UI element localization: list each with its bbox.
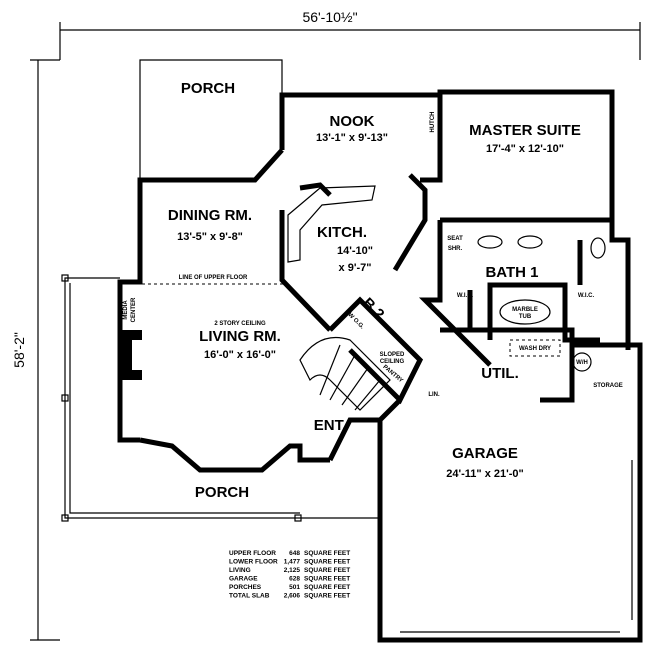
washer-dryer	[509, 339, 561, 357]
tub-label-1: MARBLE	[512, 307, 538, 313]
wic-left-label: W.I.C.	[457, 293, 474, 299]
sqft-value: 501	[289, 584, 300, 591]
storage-label: STORAGE	[593, 383, 623, 389]
depth-dimension: 58'-2"	[11, 59, 60, 641]
sqft-unit: SQUARE FEET	[304, 593, 350, 600]
garage-size: 24'-11" x 21'-0"	[446, 468, 523, 480]
kitchen-counter	[287, 185, 376, 263]
nook-label: NOOK	[330, 113, 375, 130]
sqft-label: PORCHES	[229, 584, 262, 591]
kitchen-label: KITCH.	[317, 224, 367, 241]
living-note: 2 STORY CEILING	[214, 321, 266, 327]
hutch-label: HUTCH	[430, 112, 436, 133]
sqft-unit: SQUARE FEET	[304, 550, 350, 557]
marble-tub	[499, 299, 551, 325]
wh-label: W/H	[576, 360, 588, 366]
entry-label: ENT.	[314, 417, 347, 434]
bath1-label: BATH 1	[485, 264, 538, 281]
kitchen-size-2: x 9'-7"	[339, 262, 372, 274]
nook-size: 13'-1" x 9'-13"	[316, 132, 388, 144]
living-size: 16'-0" x 16'-0"	[204, 349, 276, 361]
width-label: 56'-10½"	[302, 9, 357, 25]
dining-size: 13'-5" x 9'-8"	[177, 231, 243, 243]
sqft-label: TOTAL SLAB	[229, 593, 270, 600]
sqft-label: UPPER FLOOR	[229, 550, 276, 557]
water-heater	[572, 352, 592, 372]
living-label: LIVING RM.	[199, 328, 281, 345]
dining-label: DINING RM.	[168, 207, 252, 224]
master-suite-size: 17'-4" x 12'-10"	[486, 143, 564, 155]
sqft-value: 2,125	[284, 567, 301, 574]
sqft-label: LIVING	[229, 567, 251, 574]
sqft-unit: SQUARE FEET	[304, 559, 350, 566]
center-label: CENTER	[131, 297, 137, 322]
porch-bottom-label: PORCH	[195, 484, 249, 501]
porch-bottom-outline	[64, 277, 381, 519]
sqft-value: 1,477	[284, 559, 301, 566]
shower-label: SHR.	[448, 246, 463, 252]
sqft-value: 628	[289, 576, 300, 583]
tub-label-2: TUB	[519, 314, 532, 320]
sqft-unit: SQUARE FEET	[304, 567, 350, 574]
sqft-unit: SQUARE FEET	[304, 576, 350, 583]
bath2-note: W O.G.	[347, 312, 366, 331]
seat-label: SEAT	[447, 236, 463, 242]
linen-label: LIN.	[428, 392, 440, 398]
sqft-label: LOWER FLOOR	[229, 559, 278, 566]
garage-label: GARAGE	[452, 445, 518, 462]
wic-right-label: W.I.C.	[578, 293, 595, 299]
sloped-label: SLOPED	[380, 352, 405, 358]
width-dimension: 56'-10½"	[59, 9, 641, 60]
upper-floor-line-label: LINE OF UPPER FLOOR	[179, 275, 248, 281]
master-suite-label: MASTER SUITE	[469, 122, 581, 139]
sqft-label: GARAGE	[229, 576, 258, 583]
depth-label: 58'-2"	[11, 332, 27, 368]
exterior-walls	[117, 89, 643, 643]
bath2-label: B.2	[359, 295, 388, 324]
porch-top-outline	[139, 59, 283, 180]
porch-top-label: PORCH	[181, 80, 235, 97]
sqft-unit: SQUARE FEET	[304, 584, 350, 591]
sqft-value: 2,606	[284, 593, 301, 600]
staircase	[299, 336, 391, 411]
media-label: MEDIA	[123, 300, 129, 320]
sqft-value: 648	[289, 550, 300, 557]
util-label: UTIL.	[481, 365, 519, 382]
laundry-label: WASH DRY	[519, 346, 551, 352]
porch-posts	[61, 274, 302, 522]
kitchen-size-1: 14'-10"	[337, 245, 373, 257]
ceiling-label: CEILING	[380, 359, 405, 365]
